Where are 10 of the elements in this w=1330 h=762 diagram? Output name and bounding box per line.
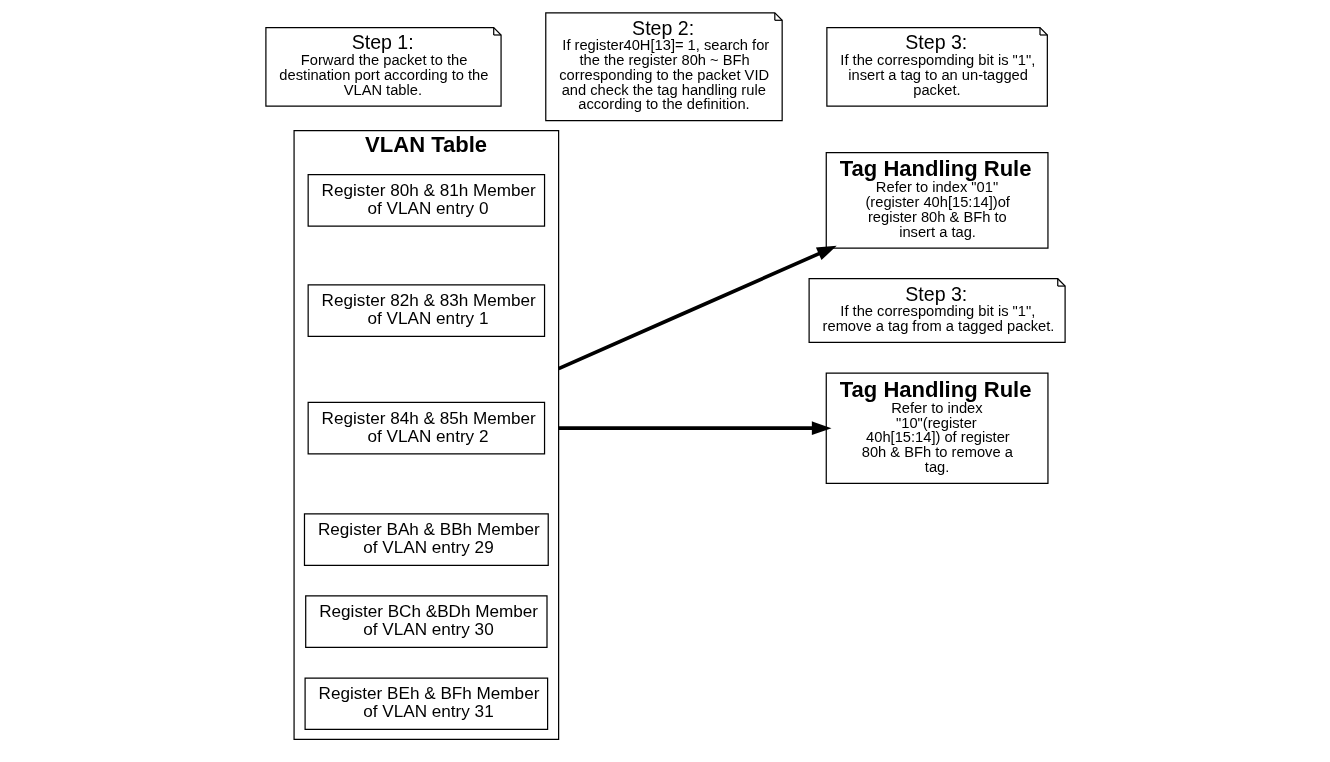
arrow [557, 245, 837, 371]
node-box: Register BEh & BFh Member of VLAN entry 31 [303, 677, 548, 731]
node-box: Register 82h & 83h Member of VLAN entry 1 [307, 284, 545, 337]
node-box: Tag Handling Rule Refer to index "01" (register 40h[15:14])of register 80h & BFh to insert a tag. [825, 151, 1049, 249]
arrow [558, 421, 831, 436]
node-box: Register 84h & 85h Member of VLAN entry 2 [307, 401, 545, 455]
node-box: Tag Handling Rule Refer to index "10"(register 40h[15:14]) of register 80h & BFh to remove a tag. [825, 372, 1049, 484]
node-box: Register 80h & 81h Member of VLAN entry 0 [307, 174, 545, 227]
node-box: Register BAh & BBh Member of VLAN entry 29 [303, 513, 549, 566]
node-box: Register BCh &BDh Member of VLAN entry 30 [304, 595, 548, 648]
